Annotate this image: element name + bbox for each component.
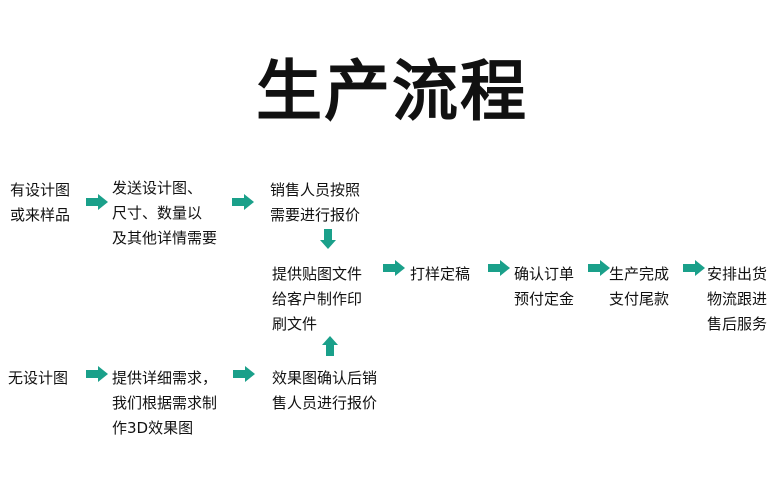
step-provide-needs: 提供详细需求， 我们根据需求制 作3D效果图	[112, 369, 218, 437]
arrow-down-icon	[320, 229, 336, 249]
arrow-right-icon	[232, 194, 254, 210]
step-has-design: 有设计图 或来样品	[10, 181, 71, 224]
arrow-right-icon	[683, 260, 705, 276]
page-title: 生产流程	[256, 53, 528, 130]
arrow-right-icon	[233, 366, 255, 382]
arrow-right-icon	[86, 366, 108, 382]
arrow-up-icon	[322, 336, 338, 356]
step-proofing: 打样定稿	[410, 265, 471, 283]
step-render-confirm: 效果图确认后销 售人员进行报价	[272, 369, 378, 412]
step-confirm-order: 确认订单 预付定金	[514, 265, 575, 308]
step-no-design: 无设计图	[8, 369, 69, 387]
step-production: 生产完成 支付尾款	[609, 265, 670, 308]
arrow-right-icon	[488, 260, 510, 276]
step-send-design: 发送设计图、 尺寸、数量以 及其他详情需要	[112, 179, 218, 247]
arrow-right-icon	[86, 194, 108, 210]
arrow-right-icon	[588, 260, 610, 276]
step-provide-files: 提供贴图文件 给客户制作印 刷文件	[272, 265, 363, 333]
step-sales-quote: 销售人员按照 需要进行报价	[270, 181, 361, 224]
step-shipping: 安排出货 物流跟进 售后服务	[707, 265, 768, 333]
arrow-right-icon	[383, 260, 405, 276]
